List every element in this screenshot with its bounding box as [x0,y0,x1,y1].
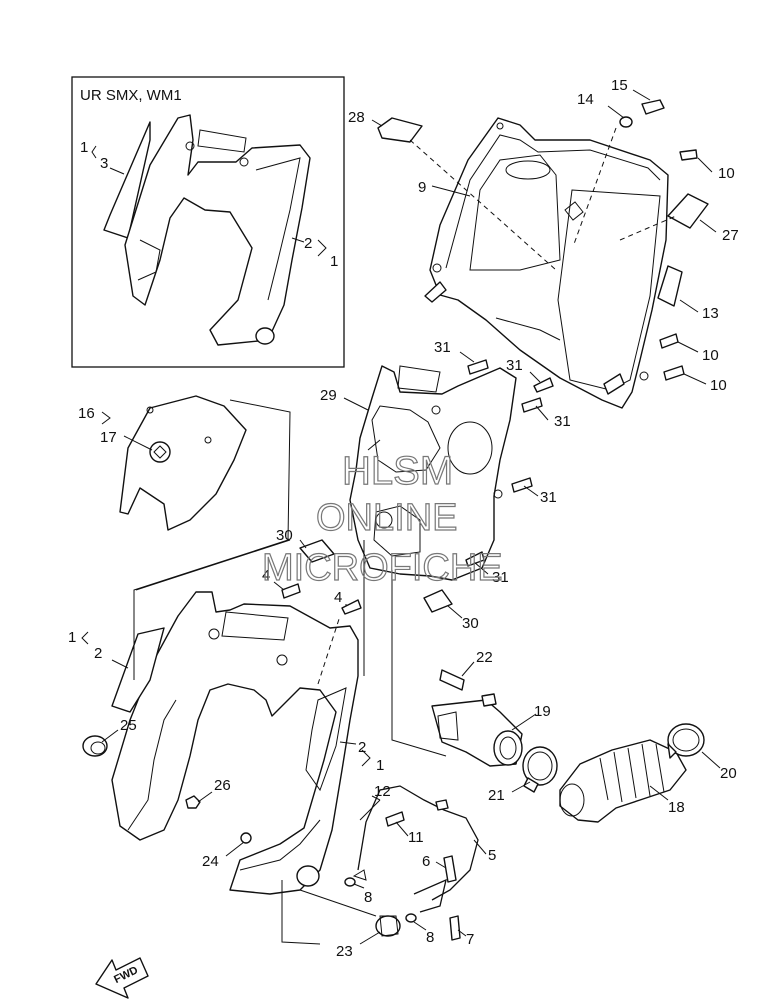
callout-27: 27 [722,227,739,244]
callout-7: 7 [466,931,474,948]
guide-lines [133,127,677,945]
callout-30b: 30 [462,615,479,632]
watermark-line-3: MICROFICHE [262,547,503,589]
callout-10a: 10 [718,165,735,182]
callout-30a: 30 [276,527,293,544]
callout-9: 9 [418,179,426,196]
part-8a [344,877,356,887]
part-15 [641,99,665,115]
screws-10 [659,149,698,381]
callout-inset-1b: 1 [330,253,338,270]
inset-label: UR SMX, WM1 [80,87,182,104]
callout-13: 13 [702,305,719,322]
front-cover-main [111,591,359,895]
emblem-17 [149,441,171,463]
part-28 [377,117,423,143]
callout-23: 23 [336,943,353,960]
callout-4a: 4 [262,567,270,584]
callout-inset-3: 3 [100,155,108,172]
inset-box: UR SMX, WM1 1 3 2 1 [71,76,345,368]
inset-decal [103,121,151,239]
callout-31e: 31 [492,569,509,586]
clamp-21 [522,746,558,793]
callout-8b: 8 [426,929,434,946]
watermark-line-1: HLSM [342,449,453,493]
clamp-20 [667,723,705,759]
part-27 [667,193,709,229]
callout-31b: 31 [506,357,523,374]
inset-front-cover [124,114,311,346]
callout-2: 2 [94,645,102,662]
part-6-stay [413,878,447,913]
intake-joint-19 [431,693,523,767]
hose-18 [559,739,687,823]
callout-25: 25 [120,717,137,734]
fwd-arrow-icon: FWD [95,957,149,999]
callout-16: 16 [78,405,95,422]
callout-1: 1 [68,629,76,646]
screw-4b [341,599,362,615]
part-12 [435,799,449,811]
emblem-panel-16 [119,395,247,531]
leader-lines [81,89,721,945]
inset-frame [71,76,345,368]
part-8b [405,913,417,923]
callout-inset-2: 2 [304,235,312,252]
part-30a [299,539,335,563]
callout-17: 17 [100,429,117,446]
callout-inset-1: 1 [80,139,88,156]
part-6 [443,855,457,883]
callout-22: 22 [476,649,493,666]
callouts: 15 14 28 9 10 27 13 10 10 31 31 31 31 31… [68,77,739,960]
part-11 [385,811,405,827]
callout-20: 20 [720,765,737,782]
part-25 [82,735,108,757]
part-26 [185,795,201,809]
part-22 [439,669,465,691]
screws-31 [465,359,554,567]
callout-21: 21 [488,787,505,804]
callout-31a: 31 [434,339,451,356]
bracket-5 [357,785,479,901]
part-30b [423,589,453,613]
callout-28: 28 [348,109,365,126]
callout-11: 11 [408,829,424,846]
inner-panel-9 [424,117,669,409]
callout-26: 26 [214,777,231,794]
callout-29: 29 [320,387,337,404]
callout-10c: 10 [710,377,727,394]
callout-31c: 31 [554,413,571,430]
part-13 [657,265,683,307]
callout-6: 6 [422,853,430,870]
callout-2b: 2 [358,739,366,756]
watermark-line-2: ONLINE [316,497,457,539]
callout-1b: 1 [376,757,384,774]
callout-5: 5 [488,847,496,864]
callout-18: 18 [668,799,685,816]
part-23 [375,915,401,937]
inner-frame-29 [349,365,517,581]
callout-10b: 10 [702,347,719,364]
screw-4a [281,583,301,599]
part-24 [240,832,252,844]
callout-14: 14 [577,91,594,108]
callout-19: 19 [534,703,551,720]
callout-12: 12 [374,783,391,800]
callout-24: 24 [202,853,219,870]
callout-8a: 8 [364,889,372,906]
watermark: HLSM ONLINE MICROFICHE [261,448,503,589]
part-14 [619,116,633,128]
callout-15: 15 [611,77,628,94]
callout-4b: 4 [334,589,342,606]
callout-31d: 31 [540,489,557,506]
part-7 [449,915,461,941]
